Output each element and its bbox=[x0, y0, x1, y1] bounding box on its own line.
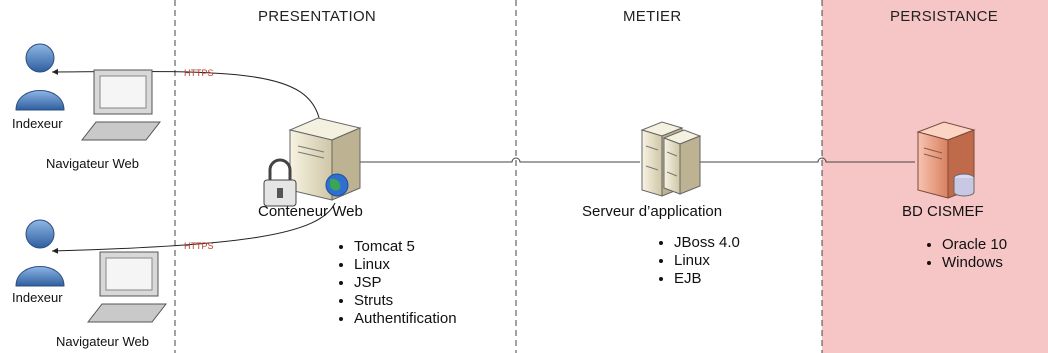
padlock-icon bbox=[263, 158, 297, 207]
tech-item: Authentification bbox=[354, 310, 457, 328]
user-label-1: Indexeur bbox=[12, 116, 63, 131]
web-container-tech-list: Tomcat 5 Linux JSP Struts Authentificati… bbox=[332, 238, 457, 328]
browser-label-1: Navigateur Web bbox=[46, 156, 139, 171]
zone-title-metier: METIER bbox=[623, 8, 682, 25]
https-link-1 bbox=[51, 68, 321, 123]
zone-title-presentation: PRESENTATION bbox=[258, 8, 377, 25]
web-container-label: Conteneur Web bbox=[258, 203, 363, 220]
database-tech-list: Oracle 10 Windows bbox=[920, 236, 1007, 272]
tech-item: JBoss 4.0 bbox=[674, 234, 740, 252]
computer-icon bbox=[80, 69, 162, 141]
server-icon bbox=[288, 117, 362, 201]
zone-title-persistance: PERSISTANCE bbox=[890, 8, 999, 25]
https-link-2 bbox=[51, 202, 336, 254]
tech-item: Windows bbox=[942, 254, 1007, 272]
user-label-2: Indexeur bbox=[12, 290, 63, 305]
server-cluster-icon bbox=[640, 121, 702, 197]
connection-line bbox=[320, 157, 915, 163]
tech-item: Tomcat 5 bbox=[354, 238, 457, 256]
app-server-tech-list: JBoss 4.0 Linux EJB bbox=[652, 234, 740, 288]
tech-item: Linux bbox=[354, 256, 457, 274]
computer-icon bbox=[86, 251, 168, 323]
user-icon bbox=[15, 219, 65, 287]
tech-item: Struts bbox=[354, 292, 457, 310]
browser-label-2: Navigateur Web bbox=[56, 334, 149, 349]
https-label-1: HTTPS bbox=[184, 68, 214, 78]
globe-icon bbox=[325, 173, 349, 197]
tech-item: Linux bbox=[674, 252, 740, 270]
database-icon bbox=[916, 121, 976, 199]
user-icon bbox=[15, 43, 65, 111]
tech-item: EJB bbox=[674, 270, 740, 288]
tech-item: Oracle 10 bbox=[942, 236, 1007, 254]
https-label-2: HTTPS bbox=[184, 241, 214, 251]
tech-item: JSP bbox=[354, 274, 457, 292]
database-label: BD CISMEF bbox=[902, 203, 984, 220]
app-server-label: Serveur d’application bbox=[582, 203, 723, 220]
